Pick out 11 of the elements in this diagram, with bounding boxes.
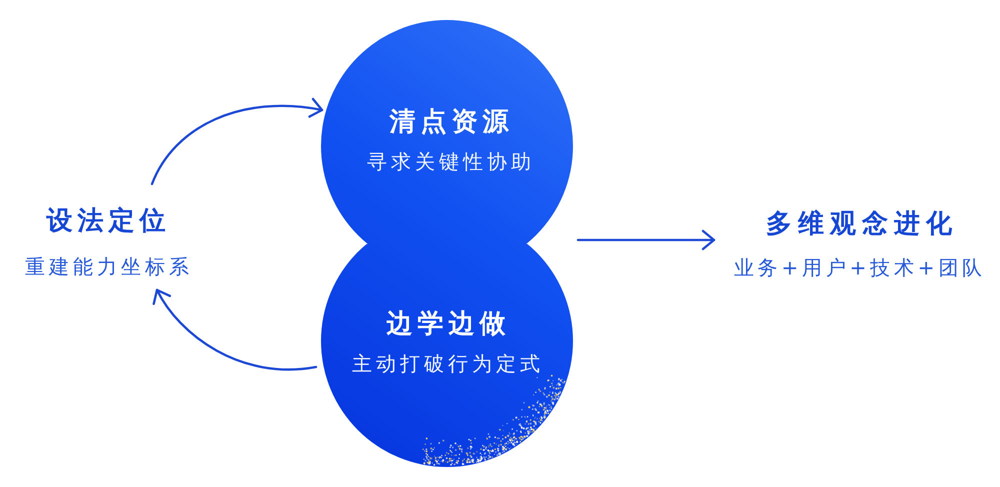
subtitle: 主动打破行为定式 [352,352,544,376]
curved-arrow [153,288,318,370]
title: 清点资源 [390,108,514,138]
title: 设法定位 [46,207,170,237]
arrow [576,230,716,250]
subtitle: 业务+用户+技术+团队 [734,256,986,280]
curved-arrow [150,98,324,186]
title: 多维观念进化 [766,210,958,240]
subtitle: 寻求关键性协助 [367,150,535,174]
title: 边学边做 [386,310,510,340]
subtitle: 重建能力坐标系 [25,256,193,278]
